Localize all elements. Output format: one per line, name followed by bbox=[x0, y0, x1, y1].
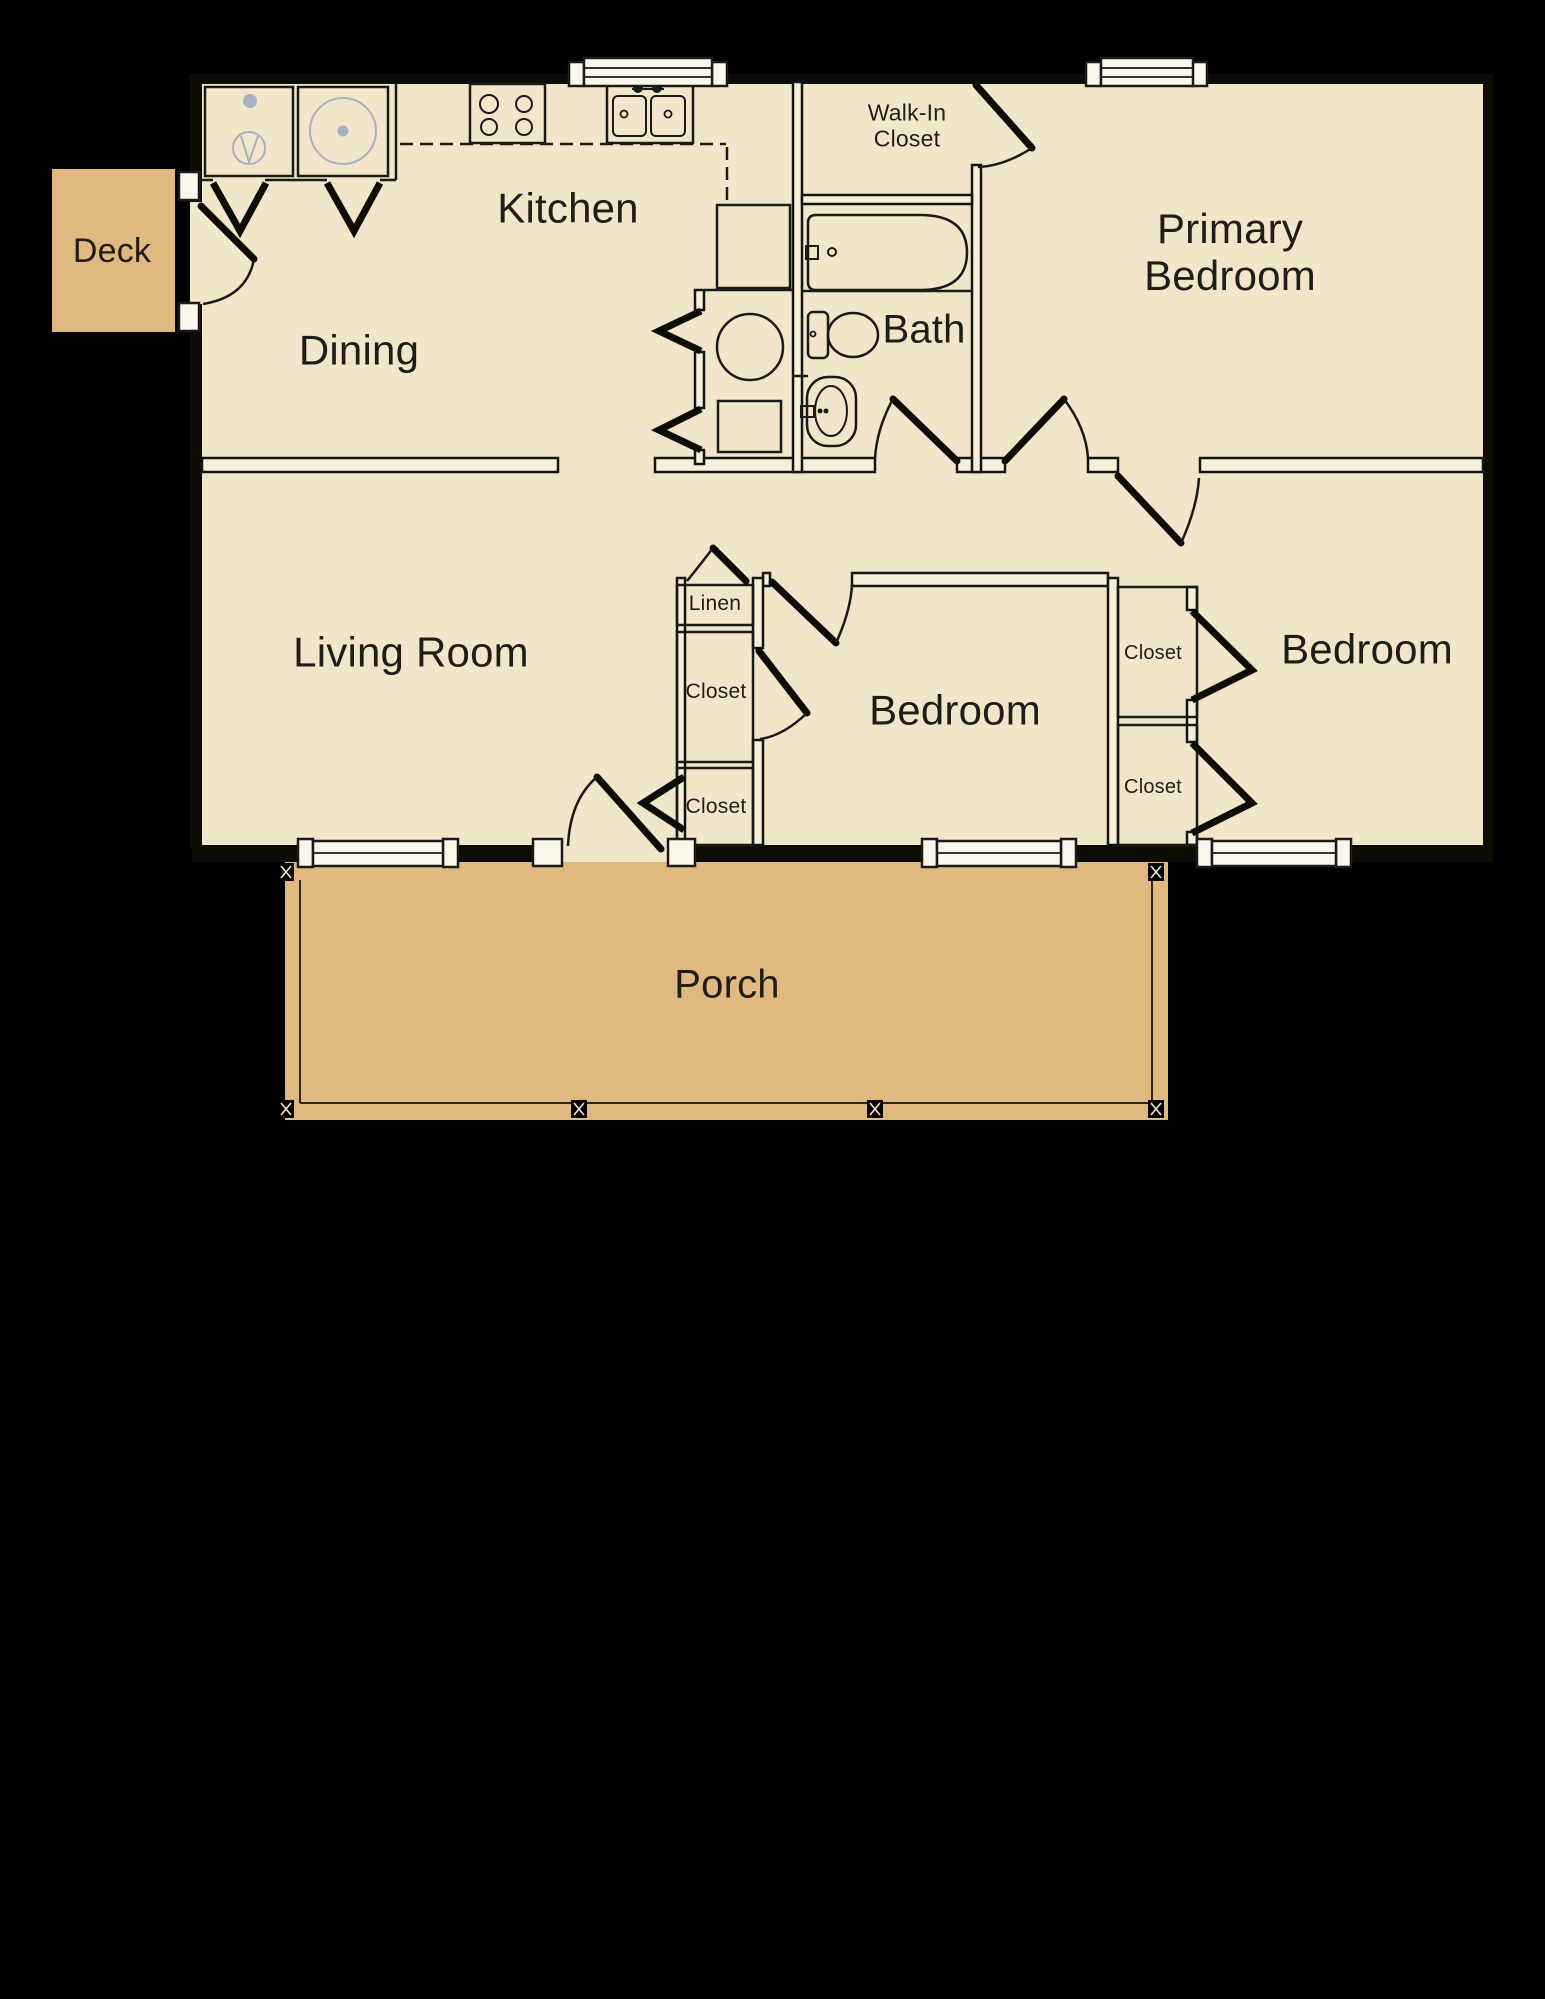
room-label-dining: Dining bbox=[298, 326, 420, 374]
porch-post-x-marks bbox=[280, 865, 1162, 1116]
bathtub-icon bbox=[805, 213, 969, 292]
deck-door-jamb bbox=[177, 170, 201, 202]
room-label-kitchen: Kitchen bbox=[497, 184, 639, 232]
right-closet-bifold-doors bbox=[1189, 608, 1258, 837]
room-label-bath: Bath bbox=[882, 307, 966, 352]
dryer-icon bbox=[296, 85, 390, 178]
room-label-entry-closet: Closet bbox=[685, 795, 747, 819]
utility-bifold-doors bbox=[650, 307, 703, 454]
bathroom-sink-icon bbox=[800, 375, 858, 448]
water-heater-icon bbox=[715, 312, 785, 382]
living-room-window bbox=[296, 837, 460, 869]
room-label-hall-closet: Closet bbox=[685, 680, 747, 704]
entry-closet-bifold-door bbox=[636, 774, 686, 833]
primary-bedroom-window bbox=[1084, 56, 1209, 88]
front-door-jamb bbox=[531, 837, 564, 868]
front-door-jamb bbox=[666, 837, 697, 868]
linen-door bbox=[686, 544, 750, 585]
middle-bedroom-window bbox=[920, 837, 1078, 869]
windows bbox=[296, 56, 1353, 869]
room-label-right-closet-lower: Closet bbox=[1124, 775, 1182, 798]
kitchen-sink-icon bbox=[605, 82, 695, 145]
porch-floor bbox=[285, 862, 1168, 1120]
walk-in-closet-door bbox=[972, 81, 1036, 169]
room-label-right-bedroom: Bedroom bbox=[1281, 625, 1453, 673]
pantry-cabinet bbox=[715, 203, 792, 290]
deck-floor bbox=[52, 169, 175, 332]
furnace-icon bbox=[716, 399, 783, 454]
laundry-bifold-doors bbox=[209, 181, 384, 239]
bath-door bbox=[873, 395, 961, 465]
kitchen-window bbox=[567, 56, 729, 88]
exterior-walls bbox=[190, 74, 1493, 862]
middle-bedroom-door bbox=[768, 578, 854, 647]
room-label-primary-bedroom: Primary Bedroom bbox=[1144, 204, 1316, 299]
room-label-living-room: Living Room bbox=[293, 628, 529, 676]
deck-door-jamb bbox=[177, 301, 201, 333]
right-bedroom-door bbox=[1114, 472, 1201, 547]
stove-icon bbox=[468, 82, 547, 145]
hall-closet-door bbox=[755, 647, 811, 741]
washer-icon bbox=[203, 85, 295, 178]
room-label-deck: Deck bbox=[72, 231, 152, 270]
doors bbox=[197, 81, 1258, 853]
room-label-linen: Linen bbox=[688, 592, 742, 616]
deck-door bbox=[197, 202, 258, 306]
front-door bbox=[566, 773, 665, 853]
porch-structure bbox=[278, 863, 1164, 1118]
room-label-walk-in-closet: Walk-In Closet bbox=[867, 99, 947, 151]
door-thresholds bbox=[177, 170, 697, 868]
right-bedroom-window bbox=[1195, 837, 1353, 869]
room-label-porch: Porch bbox=[674, 962, 780, 1007]
toilet-icon bbox=[806, 310, 880, 360]
primary-bedroom-door bbox=[1001, 395, 1090, 465]
room-label-middle-bedroom: Bedroom bbox=[869, 686, 1041, 734]
room-label-right-closet-upper: Closet bbox=[1124, 641, 1182, 664]
